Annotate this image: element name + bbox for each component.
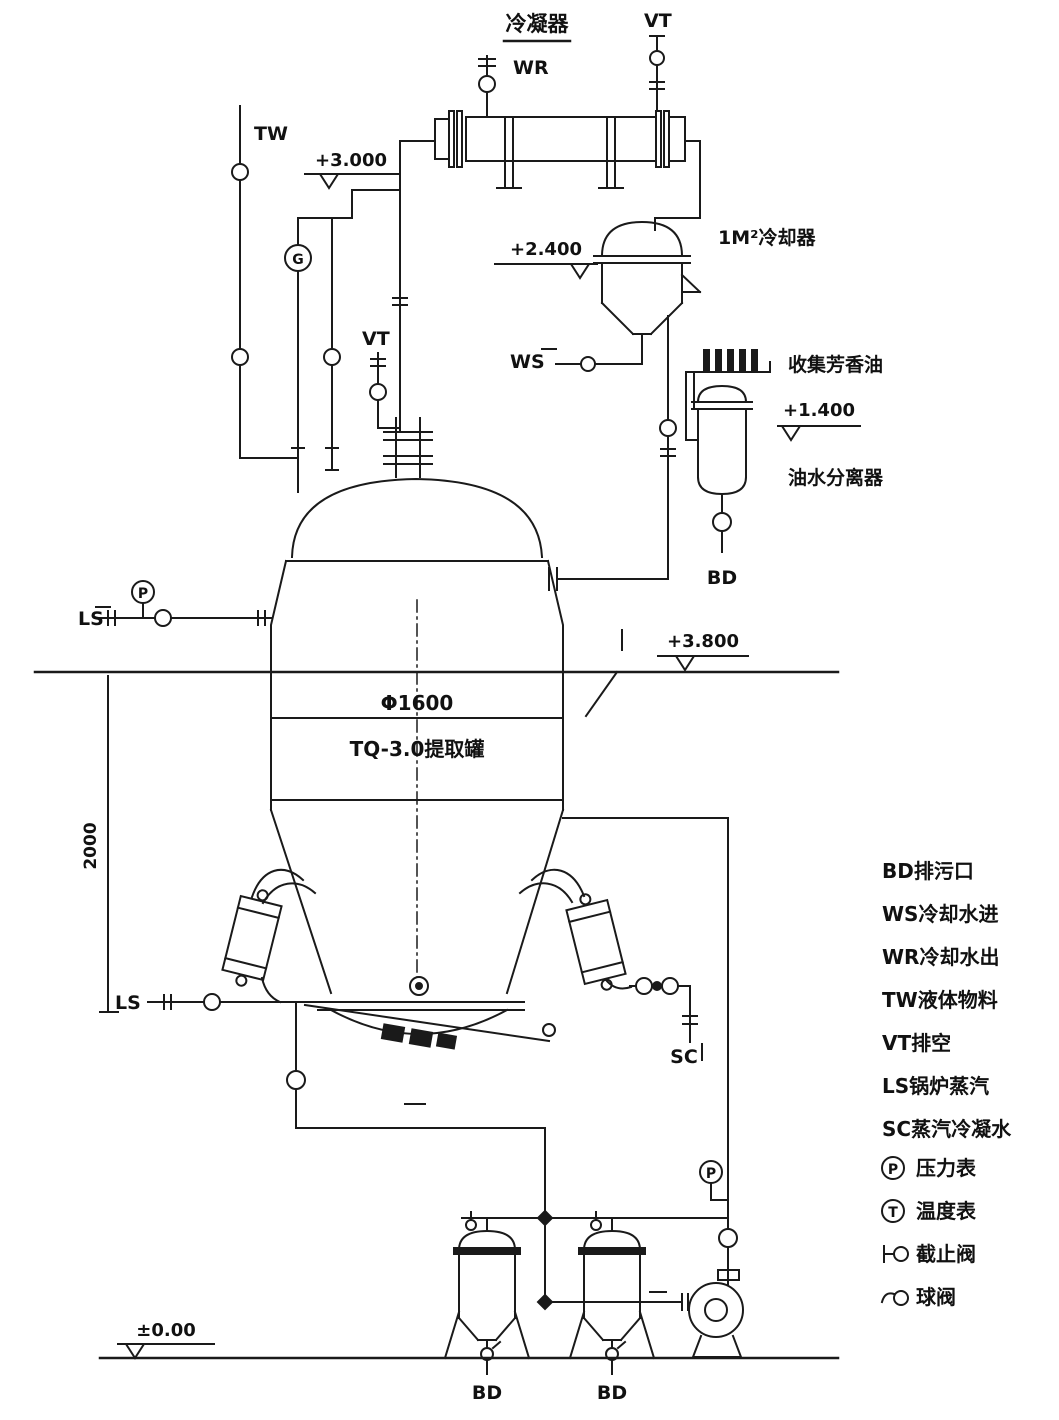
tw-supply-lines — [231, 105, 353, 493]
legend-item-sc: SC蒸汽冷凝水 — [882, 1117, 1012, 1141]
tank-outlet-line — [562, 817, 738, 1285]
stop-valve-icon — [712, 512, 732, 532]
pressure-gauge-icon — [881, 1156, 905, 1180]
legend-item-ls: LS锅炉蒸汽 — [882, 1074, 989, 1098]
gauge-g-label: G — [292, 252, 304, 268]
stop-valve-icon — [718, 1228, 738, 1248]
vt-tank-branch — [369, 352, 401, 429]
condenser-label: 冷凝器 — [506, 12, 570, 36]
cooler-vessel — [593, 220, 702, 365]
dimension-2000-label: 2000 — [81, 822, 101, 869]
legend-item-vt: VT排空 — [882, 1031, 951, 1055]
legend-item-tw: TW液体物料 — [882, 988, 998, 1012]
pump — [688, 1269, 744, 1358]
legend-symbols — [880, 1156, 909, 1306]
right-side-heater — [518, 868, 633, 991]
left-side-heater — [221, 868, 317, 1004]
lower-ls-line — [147, 993, 319, 1011]
wr-nozzle — [478, 55, 496, 118]
stop-valve-icon — [203, 993, 221, 1011]
tank-bottom-door — [303, 976, 556, 1050]
elevation-2400-marker — [494, 263, 598, 280]
stop-valve-icon — [154, 609, 172, 627]
port-bd-filter-left-label: BD — [472, 1382, 502, 1404]
stop-valve-icon — [649, 50, 665, 66]
legend-item-ball-valve: 球阀 — [916, 1285, 956, 1309]
tank-diameter-label: Φ1600 — [381, 691, 454, 715]
temperature-gauge-icon — [881, 1199, 905, 1223]
stop-valve-icon — [286, 1070, 306, 1090]
stop-valve-icon — [323, 348, 341, 366]
legend-symbol-p: P — [888, 1162, 898, 1178]
separator-label: 油水分离器 — [788, 466, 884, 489]
stop-valve-icon — [231, 163, 249, 181]
port-bd-filter-right-label: BD — [597, 1382, 627, 1404]
elevation-3000-marker — [304, 173, 401, 191]
legend-item-pressure: 压力表 — [916, 1156, 977, 1180]
oil-water-separator-vessel — [691, 384, 753, 553]
cooler-label: 1M²冷却器 — [718, 226, 816, 249]
vent-valve-icon — [465, 1219, 477, 1231]
port-ws-label: WS — [510, 351, 545, 373]
stop-valve-icon — [883, 1245, 909, 1263]
gauge-p-upper-label: P — [138, 586, 148, 602]
elevation-2400-label: +2.400 — [510, 239, 582, 260]
elevation-3000-label: +3.000 — [315, 150, 387, 171]
port-bd-separator-label: BD — [707, 567, 737, 589]
extraction-tank — [269, 417, 565, 995]
junction-icon — [536, 1209, 554, 1227]
legend-symbol-t: T — [888, 1205, 898, 1221]
upper-ls-line — [95, 580, 272, 627]
port-ls-upper-label: LS — [78, 608, 104, 630]
stop-valve-icon — [580, 356, 596, 372]
gauge-g-icon — [284, 244, 312, 272]
port-wr-label: WR — [513, 57, 549, 79]
stop-valve-icon — [478, 75, 496, 93]
stop-valve-icon — [369, 383, 387, 401]
elevation-3800-label: +3.800 — [667, 631, 739, 652]
gauge-p-lower-label: P — [706, 1166, 716, 1182]
sc-condensate-line — [629, 977, 703, 1061]
condenser-vessel — [434, 39, 686, 189]
legend-item-bd: BD排污口 — [882, 859, 974, 883]
vapor-line — [556, 315, 677, 580]
elevation-0-label: ±0.00 — [136, 1320, 196, 1341]
port-ls-lower-label: LS — [115, 992, 141, 1014]
stop-valve-icon — [659, 419, 677, 437]
legend-item-temperature: 温度表 — [916, 1199, 977, 1223]
legend-item-ws: WS冷却水进 — [882, 902, 998, 926]
stop-valve-icon — [231, 348, 249, 366]
stop-valve-icon — [661, 977, 679, 995]
ball-valve-icon — [880, 1290, 909, 1306]
collect-oil-label: 收集芳香油 — [788, 353, 883, 376]
ws-line — [541, 348, 643, 372]
tank-name-label: TQ-3.0提取罐 — [350, 737, 485, 761]
port-tw-label: TW — [254, 123, 288, 145]
legend-item-wr: WR冷却水出 — [882, 945, 999, 969]
legend-item-stop-valve: 截止阀 — [916, 1242, 976, 1266]
vt-top-line — [649, 35, 665, 112]
elevation-1400-label: +1.400 — [783, 400, 855, 421]
port-vt-top-label: VT — [644, 10, 672, 32]
elevation-1400-marker — [777, 425, 861, 442]
platform-level — [33, 629, 840, 718]
port-vt-tank-label: VT — [362, 328, 390, 350]
oil-collection-manifold — [685, 349, 771, 441]
elevation-0-marker — [98, 1343, 840, 1360]
vent-valve-icon — [590, 1219, 602, 1231]
stop-valve-icon — [635, 977, 653, 995]
dimension-2000 — [99, 675, 119, 1013]
legend: BD排污口 WS冷却水进 WR冷却水出 TW液体物料 VT排空 LS锅炉蒸汽 S… — [882, 859, 1012, 1309]
port-sc-label: SC — [670, 1046, 698, 1068]
